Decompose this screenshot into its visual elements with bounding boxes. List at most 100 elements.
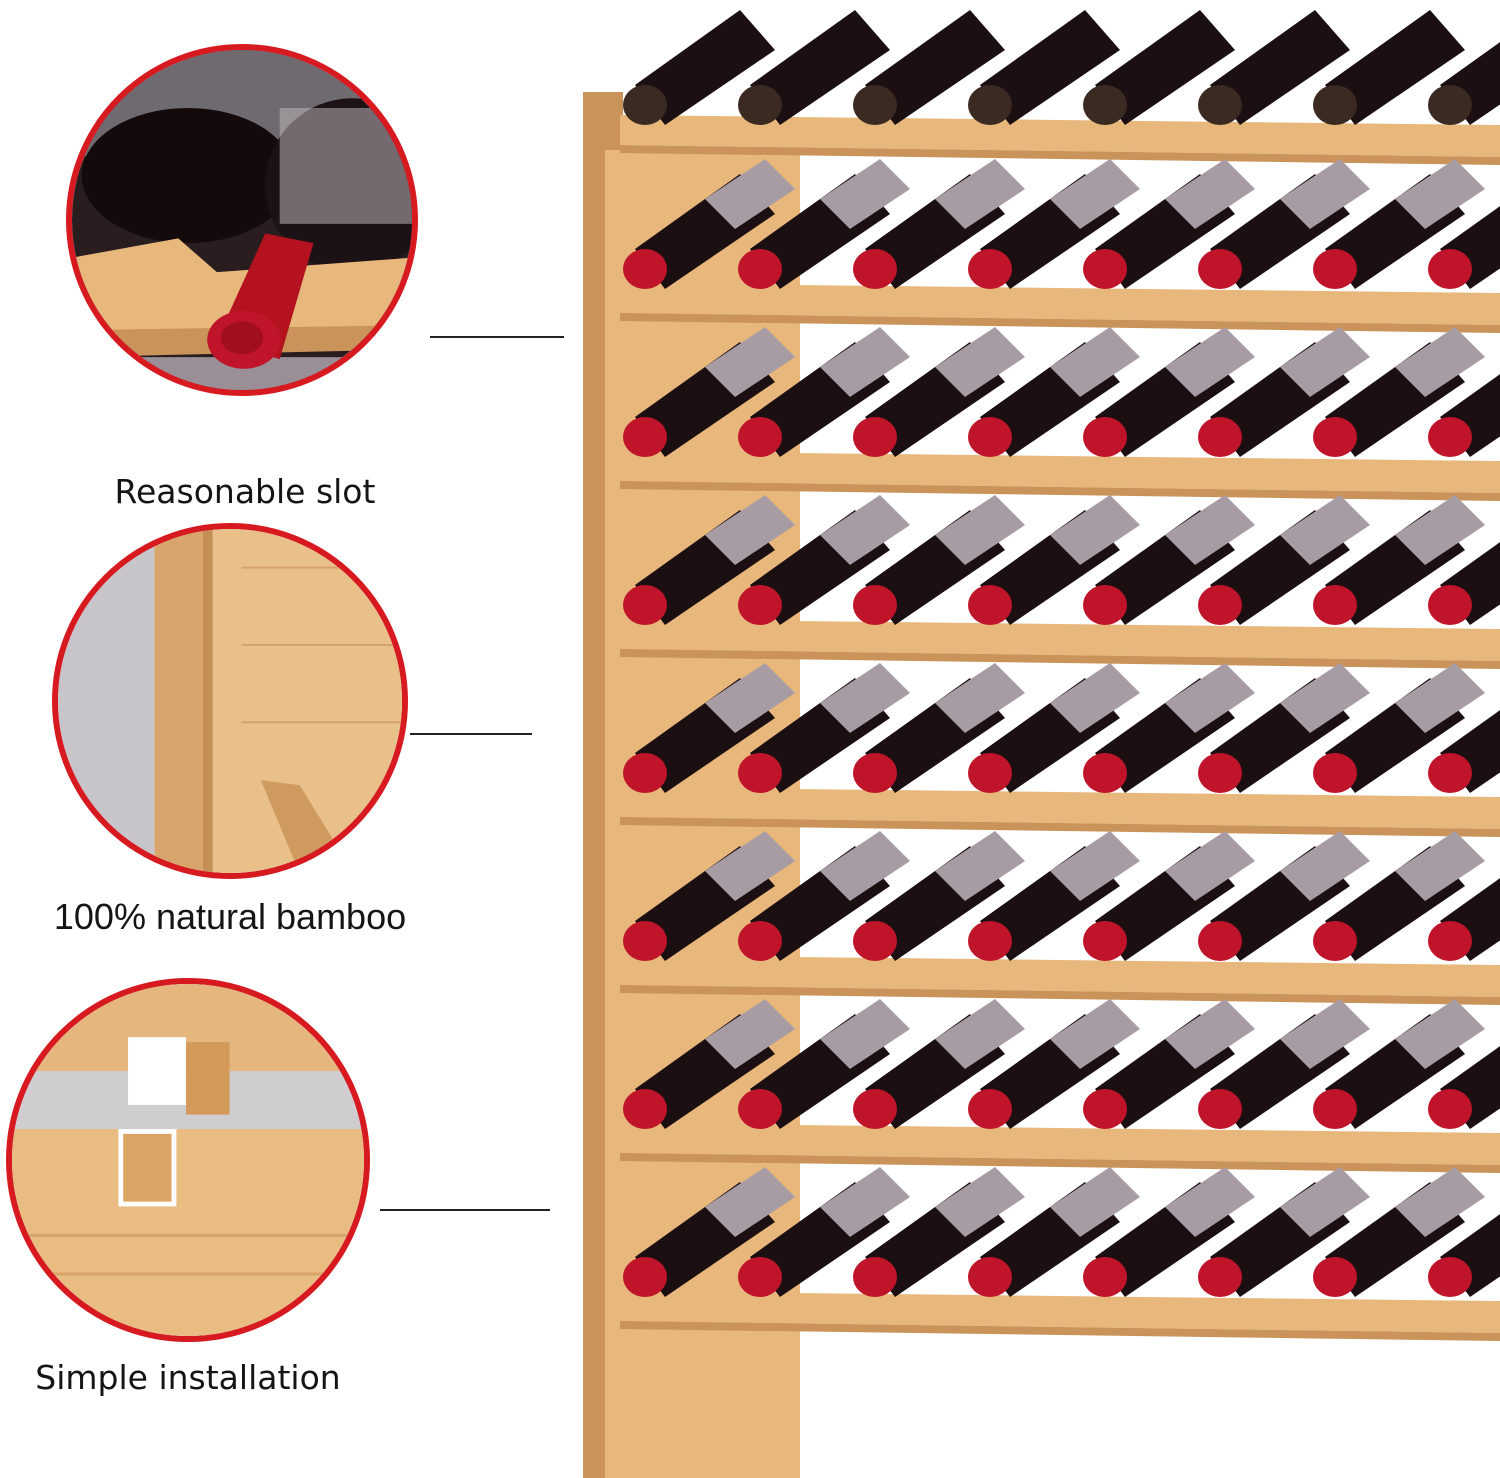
bottle-cap bbox=[853, 417, 897, 457]
wine-bottle bbox=[1313, 495, 1485, 625]
wine-bottle bbox=[623, 999, 795, 1129]
bottle-cap bbox=[738, 249, 782, 289]
wine-bottle bbox=[738, 159, 910, 289]
bottle-cap bbox=[1083, 1089, 1127, 1129]
wine-bottle bbox=[1083, 327, 1255, 457]
wine-bottle bbox=[1083, 10, 1235, 125]
wine-bottle bbox=[738, 327, 910, 457]
shelf-rail-edge bbox=[620, 817, 1500, 837]
wine-bottle bbox=[968, 327, 1140, 457]
wine-bottle bbox=[968, 495, 1140, 625]
bottle-cap bbox=[1428, 1257, 1472, 1297]
bottle-cap bbox=[853, 921, 897, 961]
bottle-label bbox=[1395, 327, 1485, 397]
bottle-label bbox=[1050, 663, 1140, 733]
leader-line-bamboo bbox=[410, 733, 532, 735]
wine-bottle bbox=[968, 1167, 1140, 1297]
wine-bottle bbox=[738, 663, 910, 793]
wine-bottle bbox=[738, 1167, 910, 1297]
shelf-rail bbox=[620, 1291, 1500, 1333]
bottle-label bbox=[1165, 159, 1255, 229]
leader-line-slot bbox=[430, 336, 564, 338]
bottle-label bbox=[820, 999, 910, 1069]
wine-bottle bbox=[1428, 878, 1500, 961]
bottle-cap bbox=[968, 753, 1012, 793]
bottle-cap bbox=[968, 417, 1012, 457]
bottle-cap bbox=[1313, 417, 1357, 457]
bottle-cap bbox=[623, 249, 667, 289]
wine-bottle bbox=[1083, 831, 1255, 961]
bottle-label bbox=[1280, 495, 1370, 565]
wine-bottle bbox=[1313, 999, 1485, 1129]
bottle-cap bbox=[1428, 417, 1472, 457]
wine-bottle bbox=[1198, 999, 1370, 1129]
wine-bottle bbox=[1198, 1167, 1370, 1297]
wine-bottle bbox=[1313, 831, 1485, 961]
shelf-rail bbox=[620, 955, 1500, 997]
wine-bottle bbox=[1083, 159, 1255, 289]
shelf-rail-edge bbox=[620, 481, 1500, 501]
slot-closeup-image bbox=[66, 44, 418, 396]
bottle-label bbox=[935, 495, 1025, 565]
wine-bottle bbox=[1198, 10, 1350, 125]
bottle-label bbox=[1165, 999, 1255, 1069]
bottle-label bbox=[820, 495, 910, 565]
wine-bottle bbox=[738, 495, 910, 625]
bottle-body bbox=[1325, 10, 1465, 125]
bottle-cap bbox=[1198, 85, 1242, 125]
bottle-cap bbox=[1198, 1089, 1242, 1129]
wine-bottle bbox=[1313, 159, 1485, 289]
shelf-rail-edge bbox=[620, 1153, 1500, 1173]
wine-bottle bbox=[853, 999, 1025, 1129]
bottle-label bbox=[1050, 495, 1140, 565]
bottle-label bbox=[1280, 1167, 1370, 1237]
bottle-label bbox=[935, 831, 1025, 901]
bottle-cap bbox=[1083, 753, 1127, 793]
bottle-label bbox=[1280, 999, 1370, 1069]
bottle-cap bbox=[1083, 417, 1127, 457]
bottle-label bbox=[820, 1167, 910, 1237]
installation-closeup-image bbox=[6, 978, 370, 1342]
wine-bottle bbox=[1313, 663, 1485, 793]
bottle-cap bbox=[968, 85, 1012, 125]
bottle-label bbox=[705, 327, 795, 397]
wine-bottle bbox=[853, 1167, 1025, 1297]
bottle-label bbox=[820, 327, 910, 397]
bottle-cap bbox=[1083, 85, 1127, 125]
bottle-cap bbox=[1428, 753, 1472, 793]
wine-bottle bbox=[1198, 831, 1370, 961]
bottle-cap bbox=[623, 85, 667, 125]
bottle-cap bbox=[1198, 249, 1242, 289]
shelf-rail bbox=[620, 283, 1500, 325]
bottle-cap bbox=[623, 1089, 667, 1129]
shelf-rail bbox=[620, 451, 1500, 493]
wine-bottle bbox=[1198, 159, 1370, 289]
bottle-cap bbox=[1198, 585, 1242, 625]
shelf-rail-edge bbox=[620, 313, 1500, 333]
wine-bottle bbox=[1428, 374, 1500, 457]
bottle-cap bbox=[1313, 753, 1357, 793]
bottle-cap bbox=[1083, 585, 1127, 625]
bottle-label bbox=[1280, 327, 1370, 397]
bottle-cap bbox=[1313, 585, 1357, 625]
wine-bottle bbox=[1313, 327, 1485, 457]
bottle-cap bbox=[1428, 585, 1472, 625]
bottle-cap bbox=[738, 585, 782, 625]
bottle-cap bbox=[968, 585, 1012, 625]
shelf-rail-edge bbox=[620, 1321, 1500, 1341]
bottle-label bbox=[1395, 663, 1485, 733]
wine-bottle bbox=[853, 495, 1025, 625]
wine-bottle bbox=[623, 10, 775, 125]
shelf-rail bbox=[620, 1123, 1500, 1165]
bottle-label bbox=[1050, 327, 1140, 397]
bottle-body bbox=[1095, 10, 1235, 125]
bottle-label bbox=[1165, 327, 1255, 397]
bottle-body bbox=[980, 10, 1120, 125]
bottle-cap bbox=[738, 1257, 782, 1297]
bottle-label bbox=[1050, 831, 1140, 901]
wine-bottle bbox=[738, 999, 910, 1129]
bottle-cap bbox=[1313, 85, 1357, 125]
bottle-cap bbox=[968, 1257, 1012, 1297]
wine-bottle bbox=[1428, 42, 1500, 125]
